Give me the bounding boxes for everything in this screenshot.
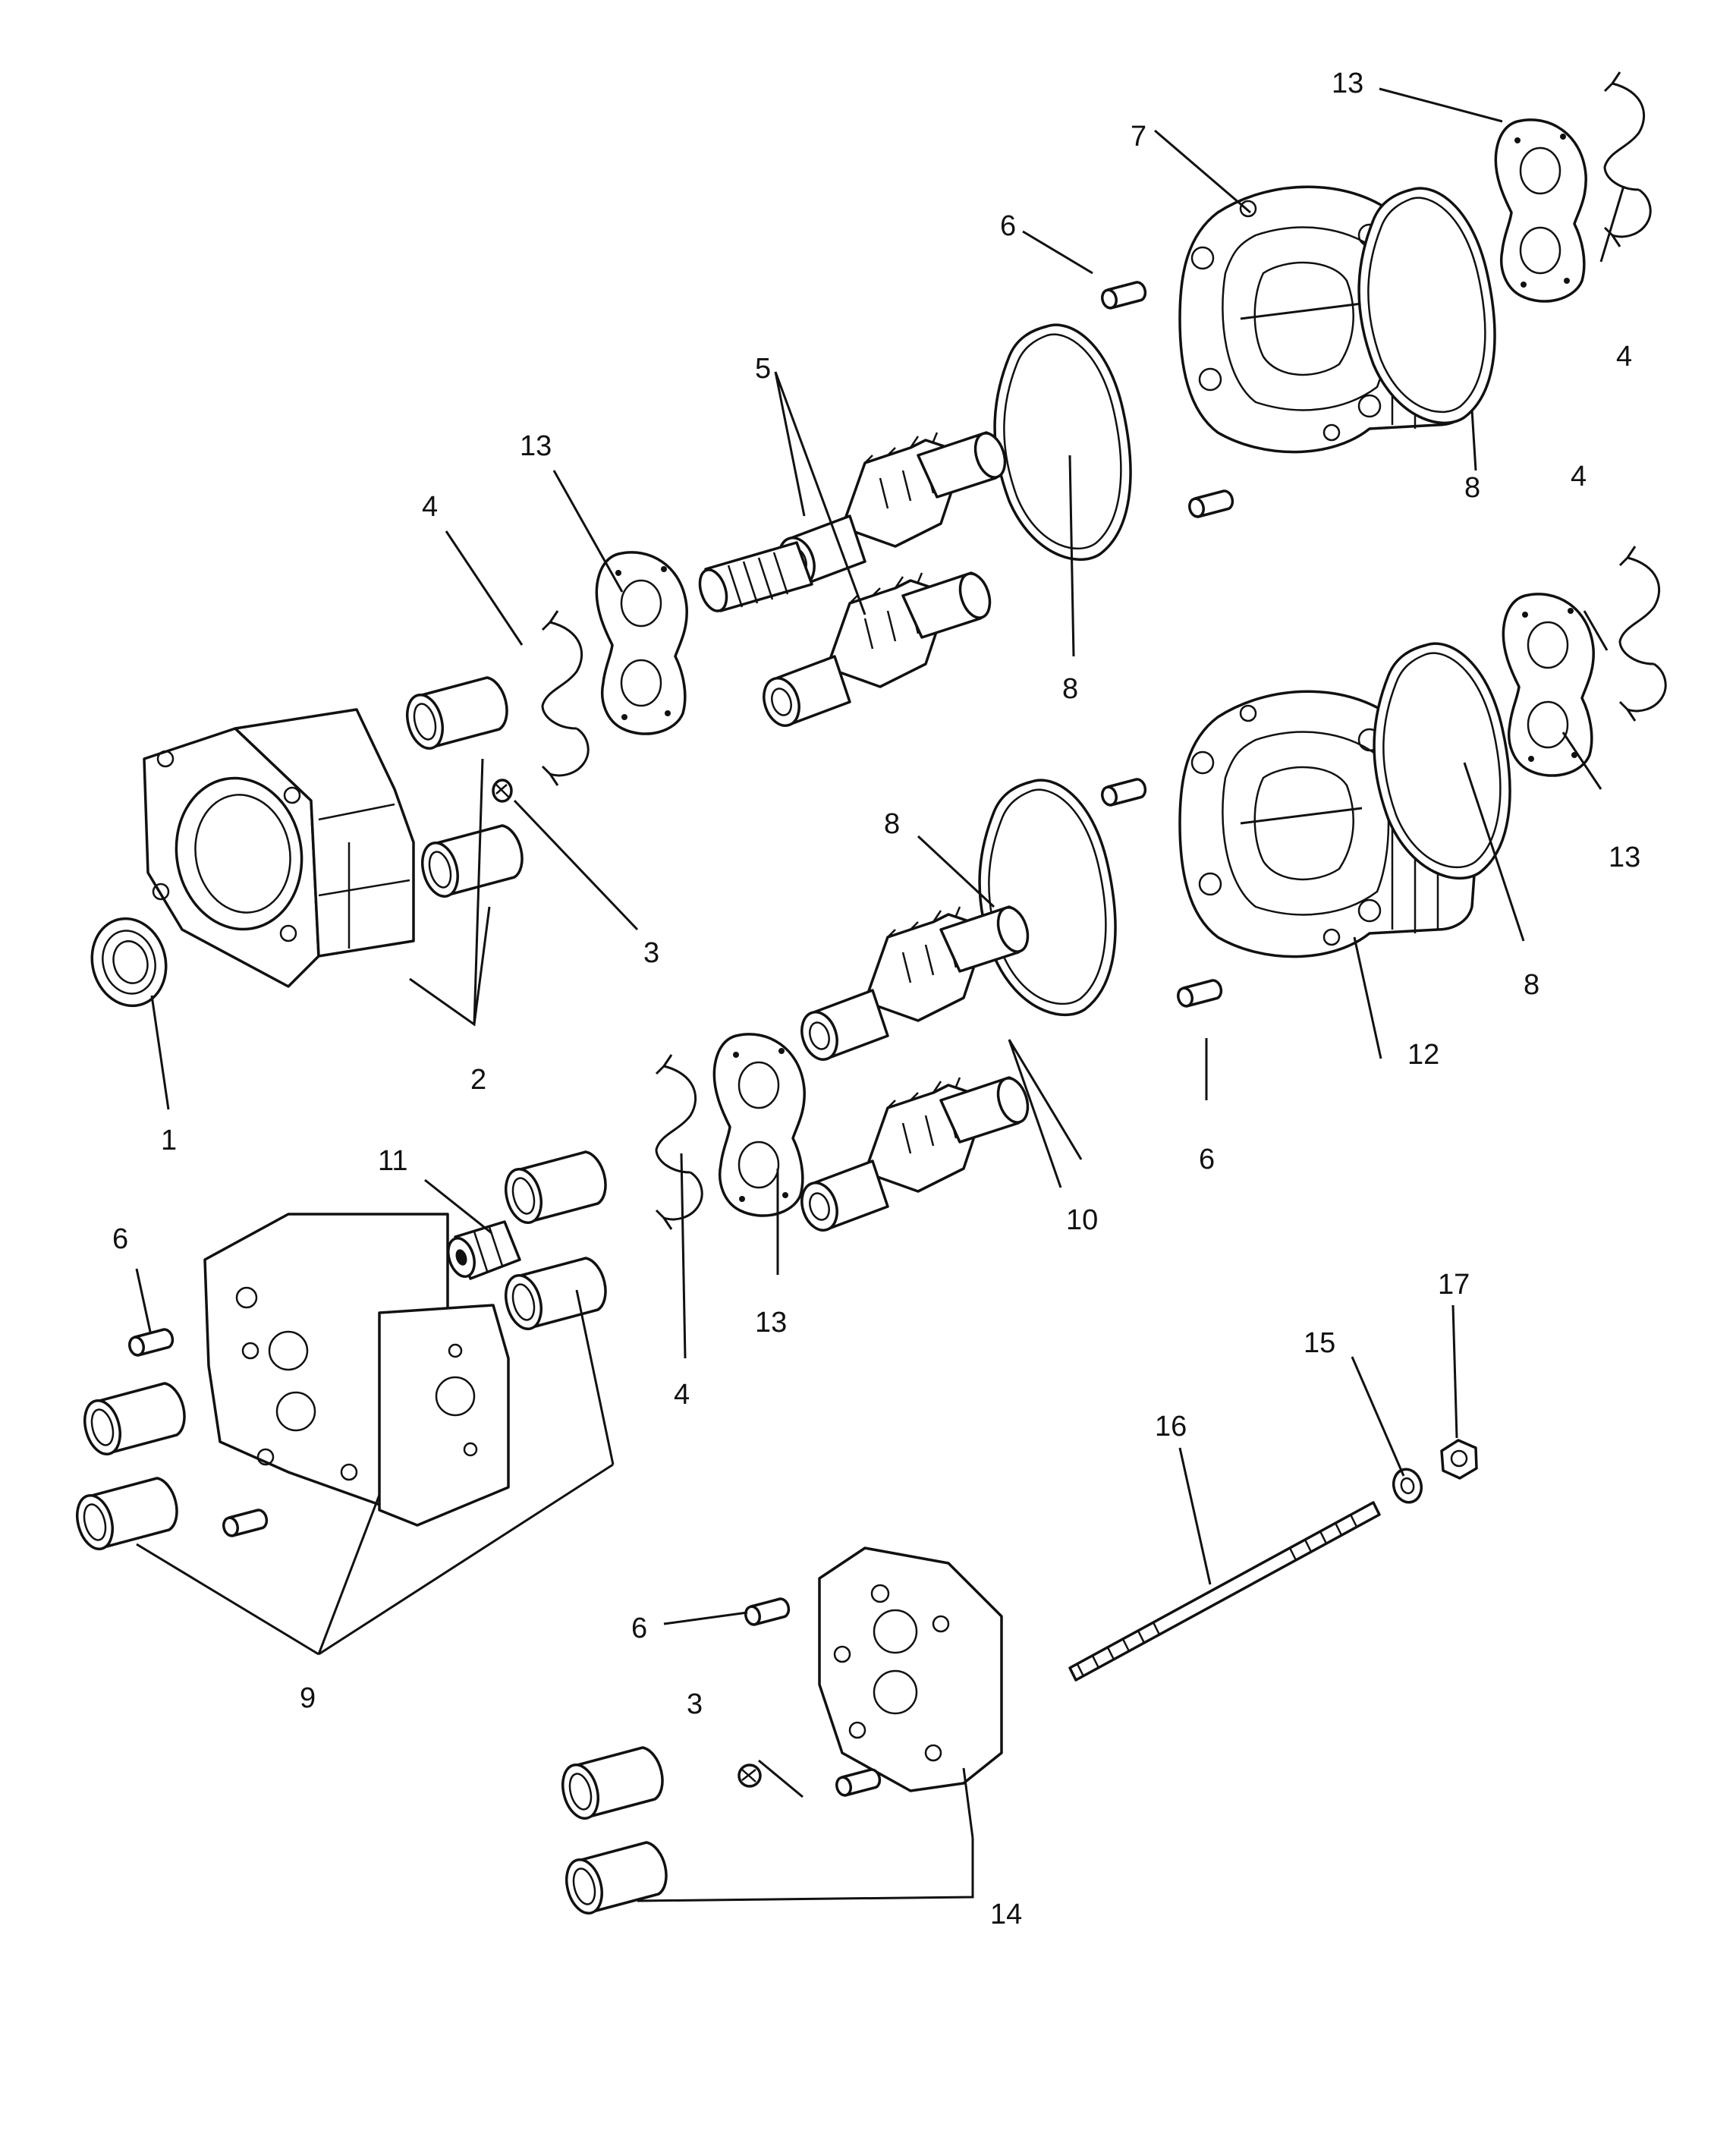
drive-shaft-splines: [698, 541, 813, 612]
leader-lines: [135, 87, 1625, 1902]
callout-6-mid: 6: [1199, 1144, 1215, 1175]
thrust-plate-13-b: [1494, 118, 1587, 303]
callout-13-top: 13: [1332, 68, 1363, 99]
dowel-pin-d: [1175, 979, 1223, 1009]
callout-6-bottom: 6: [631, 1613, 647, 1644]
dowel-pin-a: [1099, 281, 1147, 311]
callout-2: 2: [470, 1064, 486, 1096]
callout-13-right: 13: [1609, 842, 1640, 873]
washer-15: [1392, 1468, 1423, 1504]
callout-8-a: 8: [1062, 673, 1078, 705]
rear-end-cover: [203, 1213, 510, 1527]
coupling-11: [447, 1220, 521, 1280]
rear-bearing-plate: [818, 1546, 1003, 1792]
wire-clip-4-b: [1603, 71, 1652, 248]
callout-4-upper-left: 4: [422, 491, 438, 523]
check-valve-3-b: [737, 1764, 762, 1788]
wire-clip-4-d: [655, 1053, 703, 1231]
drive-gear-5: [772, 428, 1012, 591]
nut-17: [1440, 1439, 1478, 1480]
gear-10-b: [794, 1073, 1035, 1236]
callout-9: 9: [300, 1682, 316, 1714]
callout-16: 16: [1155, 1411, 1187, 1443]
seal-ring-8-c: [978, 779, 1117, 1017]
callout-8-b: 8: [1464, 472, 1480, 504]
callout-11: 11: [378, 1145, 407, 1177]
callout-1: 1: [161, 1125, 177, 1156]
wire-clip-4-c: [1618, 545, 1667, 722]
callout-3-lower: 3: [687, 1688, 703, 1720]
dowel-pin-g: [742, 1597, 791, 1628]
callout-8-d: 8: [1524, 969, 1539, 1001]
callout-6-top: 6: [1000, 210, 1016, 242]
callout-4-lower: 4: [674, 1379, 690, 1411]
seal-ring-8-a: [993, 323, 1132, 562]
callout-13-lower: 13: [755, 1307, 787, 1339]
callout-15: 15: [1304, 1327, 1335, 1359]
dowel-pin-c: [1099, 778, 1147, 808]
callouts: 1 2 3 3 4 4 4 4 5 6 6 6 6 7 8 8 8 8 9 10…: [112, 68, 1640, 1930]
callout-10: 10: [1066, 1204, 1098, 1236]
callout-4-middle-right: 4: [1571, 461, 1587, 492]
front-flange-housing: [143, 708, 415, 988]
bushing-2-b: [415, 824, 524, 902]
callout-14: 14: [990, 1899, 1022, 1930]
dowel-pin-f: [220, 1509, 269, 1539]
dowel-pin-h: [833, 1768, 882, 1798]
gear-10-a: [794, 902, 1035, 1065]
callout-13-left: 13: [520, 430, 552, 462]
callout-8-c: 8: [884, 808, 900, 840]
thrust-plate-13-a: [595, 551, 688, 735]
callout-12: 12: [1407, 1039, 1439, 1071]
callout-3-upper: 3: [643, 937, 659, 969]
bushing-9-a: [498, 1150, 607, 1229]
bushing-14-a: [555, 1746, 664, 1824]
tie-bolt-16: [1068, 1501, 1381, 1682]
callout-6-left: 6: [112, 1223, 128, 1255]
callout-7: 7: [1131, 121, 1146, 153]
wire-clip-4-a: [541, 609, 590, 787]
dowel-pin-b: [1186, 489, 1234, 520]
bushing-9-d: [70, 1477, 178, 1555]
thrust-plate-13-c: [1502, 593, 1595, 777]
check-valve-3-a: [492, 779, 513, 803]
bushing-9-c: [77, 1382, 186, 1460]
callout-5: 5: [755, 353, 771, 385]
bushing-2-a: [400, 676, 508, 754]
idler-gear-5: [756, 568, 997, 732]
callout-4-upper-right: 4: [1616, 341, 1632, 373]
bushing-9-b: [498, 1257, 607, 1335]
bushing-14-b: [559, 1841, 668, 1919]
part-1-shaft-seal: [90, 917, 168, 1008]
dowel-pin-e: [126, 1328, 175, 1358]
callout-17: 17: [1438, 1269, 1470, 1301]
thrust-plate-13-d: [712, 1033, 806, 1217]
